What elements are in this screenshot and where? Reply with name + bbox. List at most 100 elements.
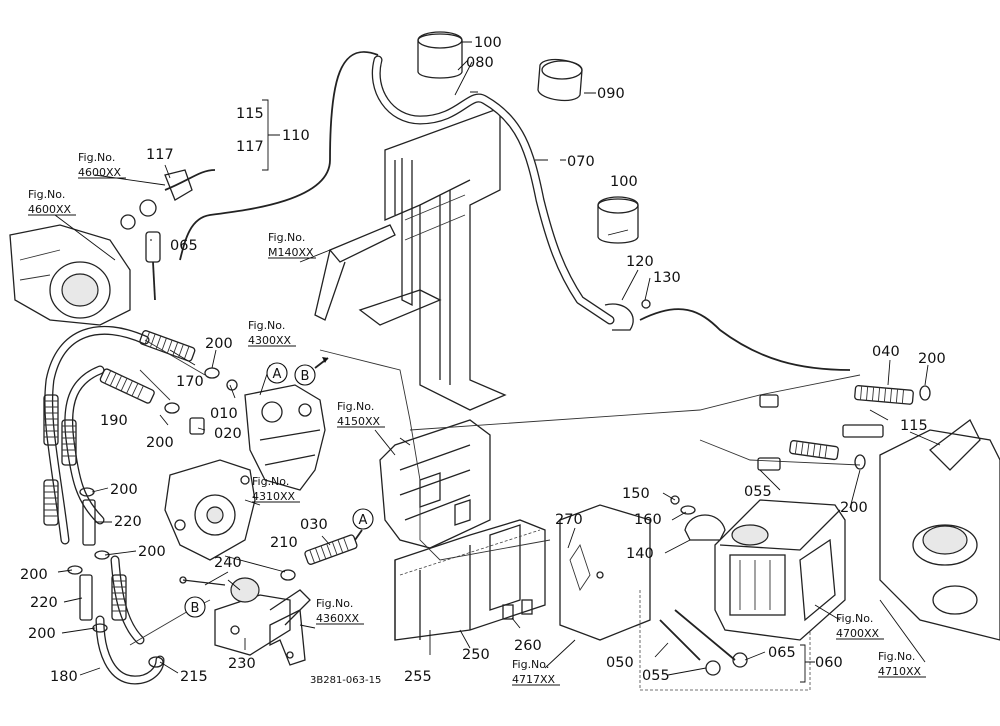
corrugated-hoses: [43, 330, 914, 621]
callout-190: 190: [100, 413, 128, 429]
callout-117-top: 117: [236, 139, 264, 155]
connector-label: B: [301, 369, 310, 384]
connector-label: B: [191, 601, 200, 616]
callout-230: 230: [228, 656, 256, 672]
callout-110: 110: [282, 128, 310, 144]
svg-text:Fig.No.: Fig.No.: [836, 612, 873, 625]
callout-240: 240: [214, 555, 242, 571]
callout-200-stack3: 200: [20, 567, 48, 583]
svg-text:4600XX: 4600XX: [78, 166, 122, 179]
svg-text:Fig.No.: Fig.No.: [78, 151, 115, 164]
engine-housing: [9, 224, 131, 326]
callout-030: 030: [300, 517, 328, 533]
callout-215: 215: [180, 669, 208, 685]
callout-200-right-mid: 200: [840, 500, 868, 516]
svg-text:Fig.No.: Fig.No.: [878, 650, 915, 663]
leader-lines: [57, 41, 941, 676]
svg-text:4310XX: 4310XX: [252, 490, 296, 503]
clamps-and-fittings: [67, 31, 931, 676]
callout-020: 020: [214, 426, 242, 442]
callout-130: 130: [653, 270, 681, 286]
callout-180: 180: [50, 669, 78, 685]
fig-ref-4600-top: Fig.No. 4600XX: [78, 151, 126, 179]
svg-text:4710XX: 4710XX: [878, 665, 922, 678]
callout-200-stack1: 200: [110, 482, 138, 498]
callout-220-lower: 220: [30, 595, 58, 611]
callout-100-mid: 100: [610, 174, 638, 190]
fig-ref-4600-left: Fig.No. 4600XX: [28, 188, 76, 216]
bracket-060: [800, 644, 815, 683]
svg-text:4360XX: 4360XX: [316, 612, 360, 625]
fig-ref-4717: Fig.No. 4717XX: [512, 658, 560, 686]
bracket-110: [262, 99, 280, 171]
reservoir-tank: [379, 419, 491, 549]
connector-b-upper: B: [294, 357, 329, 386]
svg-text:Fig.No.: Fig.No.: [252, 475, 289, 488]
callout-080: 080: [466, 55, 494, 71]
callout-010: 010: [210, 406, 238, 422]
callout-200-right-top: 200: [918, 351, 946, 367]
connector-a-lower: A: [352, 508, 374, 541]
svg-text:Fig.No.: Fig.No.: [512, 658, 549, 671]
callout-200-stack2: 200: [138, 544, 166, 560]
svg-text:Fig.No.: Fig.No.: [316, 597, 353, 610]
fig-ref-4150: Fig.No. 4150XX: [337, 400, 385, 428]
callout-055-lower: 055: [642, 668, 670, 684]
callout-120: 120: [626, 254, 654, 270]
callout-060: 060: [815, 655, 843, 671]
svg-text:Fig.No.: Fig.No.: [268, 231, 305, 244]
plate-270: [559, 504, 651, 641]
callout-117-fitting: 117: [146, 147, 174, 163]
figure-reference-labels: Fig.No. 4600XX Fig.No. 4600XX Fig.No. M1…: [28, 151, 926, 686]
svg-text:4700XX: 4700XX: [836, 627, 880, 640]
svg-text:Fig.No.: Fig.No.: [248, 319, 285, 332]
control-valve-unit: [714, 499, 846, 641]
svg-text:4600XX: 4600XX: [28, 203, 72, 216]
fig-ref-4310: Fig.No. 4310XX: [252, 475, 300, 503]
callout-055-upper: 055: [744, 484, 772, 500]
connector-label: A: [273, 367, 282, 382]
callout-200-pump: 200: [205, 336, 233, 352]
transmission-housing: [879, 419, 1000, 641]
svg-text:4300XX: 4300XX: [248, 334, 292, 347]
fig-ref-4710: Fig.No. 4710XX: [878, 650, 926, 678]
callout-070: 070: [567, 154, 595, 170]
callout-065-left: 065: [170, 238, 198, 254]
callout-250: 250: [462, 647, 490, 663]
connector-label: A: [359, 513, 368, 528]
valve-230: [214, 577, 311, 656]
connector-a-upper: A: [266, 362, 288, 384]
fig-ref-m140: Fig.No. M140XX: [268, 231, 316, 259]
callout-210: 210: [270, 535, 298, 551]
svg-text:M140XX: M140XX: [268, 246, 314, 259]
figure-leaders: [54, 174, 926, 669]
fig-ref-4700: Fig.No. 4700XX: [836, 612, 884, 640]
callout-115-left: 115: [236, 106, 264, 122]
svg-text:Fig.No.: Fig.No.: [337, 400, 374, 413]
group-box-050: [639, 590, 811, 691]
bracket-4360: [269, 608, 306, 666]
drawing-code: 3B281-063-15: [310, 675, 381, 686]
callout-labels: 100 080 090 070 100 115 117 110 117 065 …: [20, 35, 946, 685]
hose-lines: [44, 51, 861, 685]
svg-text:4717XX: 4717XX: [512, 673, 556, 686]
callout-050: 050: [606, 655, 634, 671]
callout-040: 040: [872, 344, 900, 360]
callout-260: 260: [514, 638, 542, 654]
callout-200-mid: 200: [146, 435, 174, 451]
callout-140: 140: [626, 546, 654, 562]
callout-270: 270: [555, 512, 583, 528]
callout-220-upper: 220: [114, 514, 142, 530]
connector-b-lower: B: [184, 596, 206, 618]
mounting-bracket: [394, 519, 546, 641]
frame-bracket: [314, 107, 507, 411]
callout-255: 255: [404, 669, 432, 685]
callout-065-right: 065: [768, 645, 796, 661]
callout-090: 090: [597, 86, 625, 102]
water-pump: [164, 459, 256, 561]
callout-200-stack4: 200: [28, 626, 56, 642]
callout-150: 150: [622, 486, 650, 502]
fig-ref-4300: Fig.No. 4300XX: [248, 319, 296, 347]
